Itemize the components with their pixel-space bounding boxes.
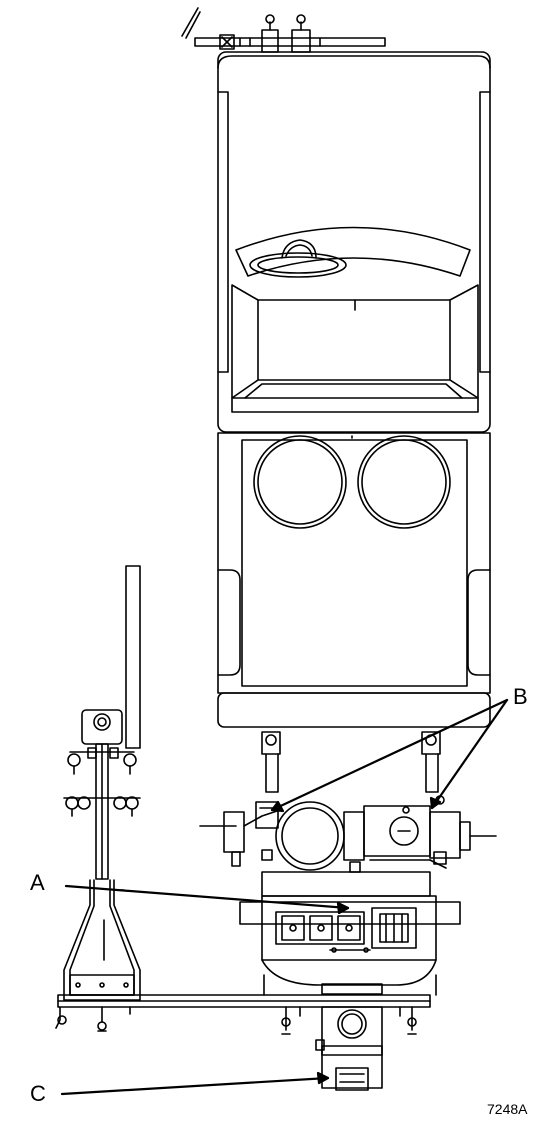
figure-code: 7248A — [487, 1101, 528, 1117]
callout-a: A — [30, 870, 45, 895]
callout-c: C — [30, 1081, 46, 1106]
top-gun-assembly — [181, 7, 386, 53]
callout-b: B — [513, 684, 528, 709]
hopper-body — [217, 51, 491, 433]
tank-section — [217, 432, 491, 728]
crossbar — [55, 994, 431, 1035]
leader-lines — [60, 698, 509, 1096]
pump-engine-assembly — [199, 731, 497, 1091]
left-boom — [63, 565, 141, 1001]
